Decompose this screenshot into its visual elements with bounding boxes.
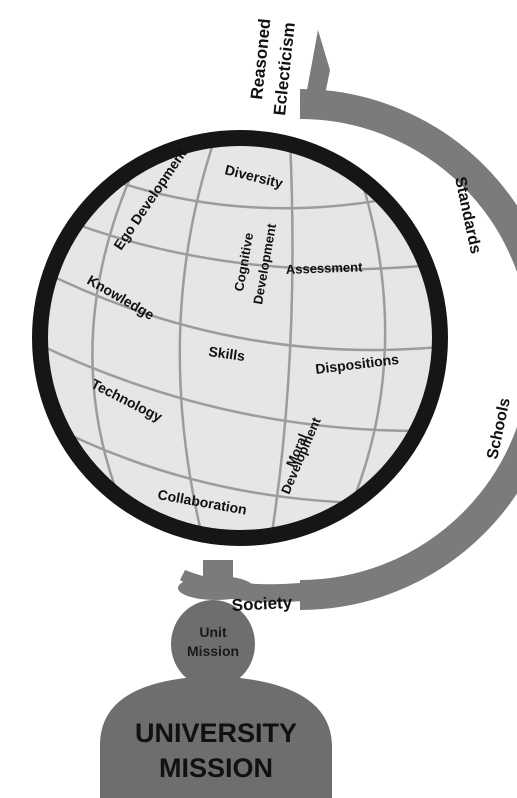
unit-mission-knob xyxy=(171,600,255,688)
assessment-label: Assessment xyxy=(286,259,364,277)
university-mission-base xyxy=(100,676,332,798)
globe-ring xyxy=(32,130,448,546)
society-label: Society xyxy=(231,593,293,615)
unit-mission-label-2: Mission xyxy=(187,643,239,659)
arm-spike xyxy=(307,30,330,108)
university-mission-label-1: UNIVERSITY xyxy=(135,718,297,748)
longitude-line xyxy=(268,139,294,538)
society-band xyxy=(180,570,330,603)
stand-arm xyxy=(299,89,517,610)
longitude-line xyxy=(178,138,217,538)
reasoned-eclecticism-label-2: Eclecticism xyxy=(270,21,299,116)
skills-label: Skills xyxy=(208,343,247,364)
latitude-line xyxy=(40,268,440,352)
latitude-line xyxy=(40,208,440,271)
unit-mission-label-1: Unit xyxy=(199,624,227,640)
university-mission-label-2: MISSION xyxy=(159,753,273,783)
longitude-line xyxy=(343,159,387,521)
reasoned-eclecticism-label-1: Reasoned xyxy=(247,18,274,101)
latitude-line xyxy=(40,343,440,433)
